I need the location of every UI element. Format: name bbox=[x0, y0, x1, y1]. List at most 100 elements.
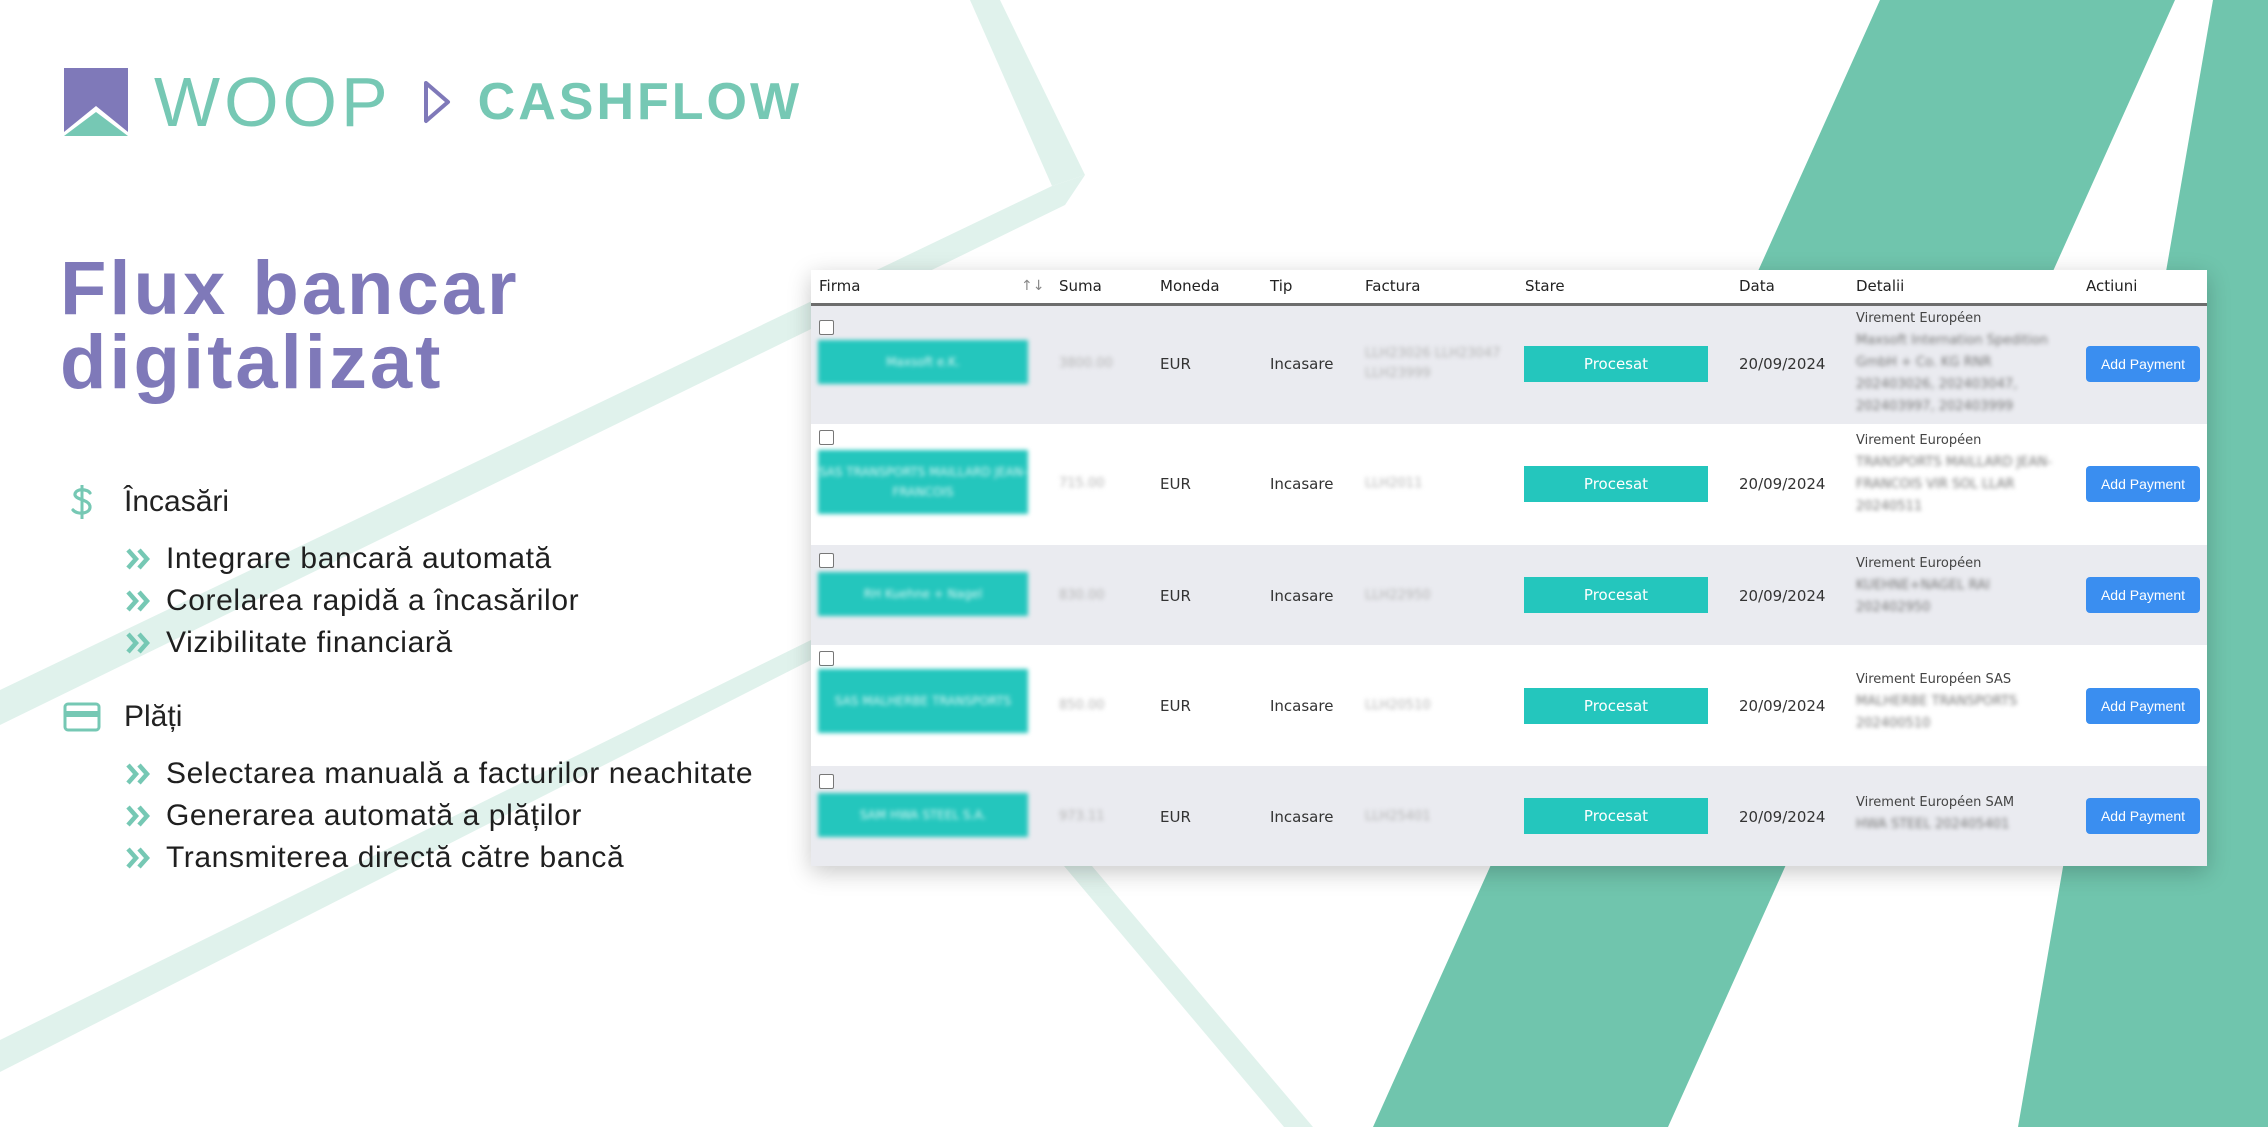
detalii-hidden: TRANSPORTS MAILLARD JEAN-FRANCOIS VIR SO… bbox=[1856, 455, 2052, 514]
brand-name: WOOP bbox=[154, 63, 392, 141]
sort-icon[interactable]: ↑↓ bbox=[1021, 278, 1045, 294]
feature-title: Încasări bbox=[124, 485, 230, 518]
bullet-text: Selectarea manuală a facturilor neachita… bbox=[166, 757, 754, 790]
moneda-cell: EUR bbox=[1160, 587, 1191, 605]
detalii-cell: Virement Européen TRANSPORTS MAILLARD JE… bbox=[1856, 430, 2056, 518]
product-name: CASHFLOW bbox=[477, 73, 803, 131]
detalii-visible: Virement Européen SAS bbox=[1856, 672, 2012, 687]
firma-cell: SAM HWA STEEL S.A. bbox=[818, 793, 1028, 837]
tip-cell: Incasare bbox=[1270, 587, 1334, 605]
add-payment-button[interactable]: Add Payment bbox=[2086, 798, 2200, 834]
suma-cell: 3800.00 bbox=[1059, 356, 1113, 371]
detalii-visible: Virement Européen SAM bbox=[1856, 795, 2015, 810]
moneda-cell: EUR bbox=[1160, 697, 1191, 715]
page-title: Flux bancar digitalizat bbox=[60, 251, 520, 401]
status-badge: Procesat bbox=[1524, 577, 1708, 613]
column-header-moneda: Moneda bbox=[1160, 277, 1220, 295]
feature-title: Plăți bbox=[124, 700, 183, 733]
feature-bullet-list: Integrare bancară automată Corelarea rap… bbox=[126, 538, 579, 664]
firma-cell: Maxsoft e.K. bbox=[818, 340, 1028, 384]
table-row: Maxsoft e.K. 3800.00 EUR Incasare LLH230… bbox=[811, 306, 2207, 424]
page-title-line1: Flux bancar bbox=[60, 246, 520, 331]
moneda-cell: EUR bbox=[1160, 475, 1191, 493]
bullet-item: Integrare bancară automată bbox=[126, 538, 579, 580]
moneda-cell: EUR bbox=[1160, 808, 1191, 826]
woop-logo-icon bbox=[64, 68, 128, 136]
add-payment-button[interactable]: Add Payment bbox=[2086, 466, 2200, 502]
double-chevron-icon bbox=[126, 763, 151, 785]
firma-cell: SAS TRANSPORTS MAILLARD JEAN-FRANCOIS bbox=[818, 450, 1028, 514]
factura-cell: LLH2011 bbox=[1365, 476, 1423, 491]
factura-cell: LLH22950 bbox=[1365, 588, 1431, 603]
status-badge: Procesat bbox=[1524, 798, 1708, 834]
table-header: Firma ↑↓ Suma Moneda Tip Factura Stare D… bbox=[811, 270, 2207, 306]
credit-card-icon bbox=[62, 697, 102, 737]
column-header-tip: Tip bbox=[1270, 277, 1293, 295]
detalii-hidden: HWA STEEL 202405401 bbox=[1856, 817, 2010, 832]
bullet-item: Corelarea rapidă a încasărilor bbox=[126, 580, 579, 622]
tip-cell: Incasare bbox=[1270, 697, 1334, 715]
row-checkbox[interactable] bbox=[819, 430, 834, 445]
data-cell: 20/09/2024 bbox=[1739, 355, 1826, 373]
detalii-hidden: Maxsoft Internation Spedition GmbH + Co.… bbox=[1856, 333, 2048, 414]
detalii-cell: Virement Européen KUEHNE+NAGEL RAI 20240… bbox=[1856, 553, 2056, 619]
bullet-item: Vizibilitate financiară bbox=[126, 622, 579, 664]
data-cell: 20/09/2024 bbox=[1739, 475, 1826, 493]
suma-cell: 715.00 bbox=[1059, 476, 1105, 491]
column-header-suma: Suma bbox=[1059, 277, 1102, 295]
detalii-cell: Virement Européen SAM HWA STEEL 20240540… bbox=[1856, 792, 2056, 836]
suma-cell: 973.11 bbox=[1059, 809, 1105, 824]
table-row: SAS MALHERBE TRANSPORTS 850.00 EUR Incas… bbox=[811, 645, 2207, 766]
double-chevron-icon bbox=[126, 805, 151, 827]
data-cell: 20/09/2024 bbox=[1739, 697, 1826, 715]
bullet-text: Generarea automată a plăților bbox=[166, 799, 582, 832]
moneda-cell: EUR bbox=[1160, 355, 1191, 373]
status-badge: Procesat bbox=[1524, 688, 1708, 724]
status-badge: Procesat bbox=[1524, 346, 1708, 382]
detalii-visible: Virement Européen bbox=[1856, 433, 1982, 448]
detalii-hidden: MALHERBE TRANSPORTS 202400510 bbox=[1856, 694, 2018, 731]
bullet-text: Corelarea rapidă a încasărilor bbox=[166, 584, 580, 617]
bullet-text: Transmiterea directă către bancă bbox=[166, 841, 625, 874]
add-payment-button[interactable]: Add Payment bbox=[2086, 346, 2200, 382]
column-header-stare: Stare bbox=[1525, 277, 1565, 295]
add-payment-button[interactable]: Add Payment bbox=[2086, 577, 2200, 613]
detalii-visible: Virement Européen bbox=[1856, 556, 1982, 571]
dollar-icon bbox=[62, 482, 102, 522]
feature-plati: Plăți Selectarea manuală a facturilor ne… bbox=[62, 695, 753, 879]
column-header-actiuni: Actiuni bbox=[2086, 277, 2138, 295]
factura-cell: LLH23026 LLH23047 LLH23999 bbox=[1365, 346, 1501, 381]
detalii-visible: Virement Européen bbox=[1856, 311, 1982, 326]
data-cell: 20/09/2024 bbox=[1739, 587, 1826, 605]
column-header-detalii: Detalii bbox=[1856, 277, 1905, 295]
bullet-item: Generarea automată a plăților bbox=[126, 795, 753, 837]
column-header-firma[interactable]: Firma bbox=[819, 277, 861, 295]
detalii-cell: Virement Européen SAS MALHERBE TRANSPORT… bbox=[1856, 669, 2056, 735]
page-title-line2: digitalizat bbox=[60, 320, 444, 405]
table-row: SAM HWA STEEL S.A. 973.11 EUR Incasare L… bbox=[811, 766, 2207, 866]
column-header-factura: Factura bbox=[1365, 277, 1421, 295]
bullet-item: Transmiterea directă către bancă bbox=[126, 837, 753, 879]
bullet-text: Integrare bancară automată bbox=[166, 542, 552, 575]
tip-cell: Incasare bbox=[1270, 475, 1334, 493]
double-chevron-icon bbox=[126, 590, 151, 612]
play-arrow-icon bbox=[423, 81, 450, 123]
tip-cell: Incasare bbox=[1270, 355, 1334, 373]
add-payment-button[interactable]: Add Payment bbox=[2086, 688, 2200, 724]
row-checkbox[interactable] bbox=[819, 651, 834, 666]
double-chevron-icon bbox=[126, 548, 151, 570]
firma-cell: RH Kuehne + Nagel bbox=[818, 572, 1028, 616]
column-header-data: Data bbox=[1739, 277, 1775, 295]
tip-cell: Incasare bbox=[1270, 808, 1334, 826]
row-checkbox[interactable] bbox=[819, 553, 834, 568]
table-row: RH Kuehne + Nagel 830.00 EUR Incasare LL… bbox=[811, 545, 2207, 645]
status-badge: Procesat bbox=[1524, 466, 1708, 502]
suma-cell: 850.00 bbox=[1059, 698, 1105, 713]
feature-incasari: Încasări Integrare bancară automată Core… bbox=[62, 480, 579, 664]
row-checkbox[interactable] bbox=[819, 774, 834, 789]
payments-table: Firma ↑↓ Suma Moneda Tip Factura Stare D… bbox=[811, 270, 2207, 866]
bullet-text: Vizibilitate financiară bbox=[166, 626, 453, 659]
double-chevron-icon bbox=[126, 632, 151, 654]
row-checkbox[interactable] bbox=[819, 320, 834, 335]
factura-cell: LLH25401 bbox=[1365, 809, 1431, 824]
